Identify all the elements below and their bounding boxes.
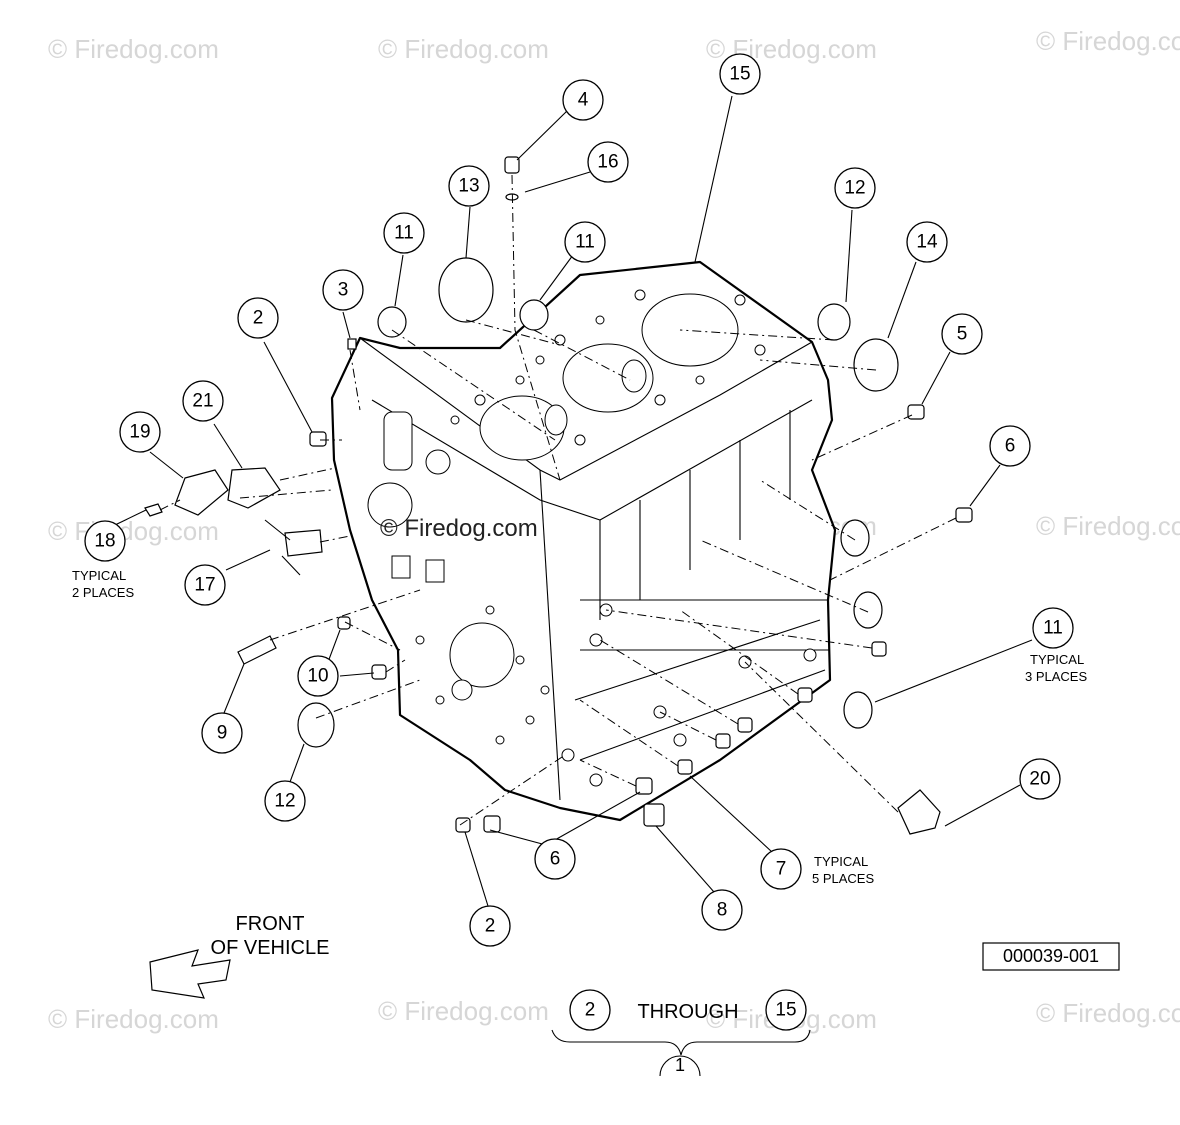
notes: TYPICAL 2 PLACES TYPICAL 3 PLACES TYPICA… bbox=[72, 568, 1087, 886]
note-typical-5-line1: TYPICAL bbox=[814, 854, 868, 869]
callout-9: 9 bbox=[201, 712, 243, 754]
watermark: © Firedog.com bbox=[1036, 511, 1180, 541]
reference-number: 000039-001 bbox=[1003, 946, 1099, 966]
svg-text:9: 9 bbox=[217, 723, 228, 744]
callout-5: 5 bbox=[941, 313, 983, 355]
watermark: © Firedog.com bbox=[378, 34, 549, 64]
front-label-line2: OF VEHICLE bbox=[211, 937, 330, 959]
callout-19: 19 bbox=[119, 411, 161, 453]
callout-7: 7 bbox=[760, 848, 802, 890]
svg-text:15: 15 bbox=[775, 1000, 796, 1021]
callout-12: 12 bbox=[264, 780, 306, 822]
watermark-center: © Firedog.com bbox=[380, 515, 538, 542]
svg-text:2: 2 bbox=[485, 916, 496, 937]
callout-21: 21 bbox=[182, 380, 224, 422]
callout-11: 11 bbox=[383, 212, 425, 254]
callout-11: 11 bbox=[564, 221, 606, 263]
svg-text:11: 11 bbox=[575, 232, 595, 253]
through-label: THROUGH bbox=[637, 1001, 738, 1023]
callout-14: 14 bbox=[906, 221, 948, 263]
svg-text:7: 7 bbox=[776, 859, 787, 880]
svg-text:10: 10 bbox=[307, 666, 328, 687]
callout-4: 4 bbox=[562, 79, 604, 121]
callout-3: 3 bbox=[322, 269, 364, 311]
callout-18: 18 bbox=[84, 520, 126, 562]
callout-through-to: 15 bbox=[765, 989, 807, 1031]
svg-text:2: 2 bbox=[585, 1000, 596, 1021]
callout-16: 16 bbox=[587, 141, 629, 183]
svg-text:15: 15 bbox=[729, 64, 750, 85]
callout-2: 2 bbox=[469, 905, 511, 947]
watermark: © Firedog.com bbox=[48, 516, 219, 546]
leader-lines bbox=[114, 95, 1033, 907]
watermark: © Firedog.com bbox=[1036, 26, 1180, 56]
svg-text:12: 12 bbox=[274, 791, 295, 812]
callouts: 15 4 16 13 11 11 12 14 3 2 5 21 19 6 18 … bbox=[84, 53, 1074, 947]
watermark: © Firedog.com bbox=[48, 1004, 219, 1034]
callout-through-from: 2 bbox=[569, 989, 611, 1031]
callout-11: 11 bbox=[1032, 607, 1074, 649]
callout-2: 2 bbox=[237, 297, 279, 339]
reference-number-box: 000039-001 bbox=[982, 942, 1120, 971]
callout-8: 8 bbox=[701, 889, 743, 931]
alignment-lines bbox=[159, 174, 957, 826]
svg-text:4: 4 bbox=[578, 90, 589, 111]
callout-6: 6 bbox=[534, 838, 576, 880]
note-typical-5-line2: 5 PLACES bbox=[812, 871, 874, 886]
callout-6: 6 bbox=[989, 425, 1031, 467]
svg-text:21: 21 bbox=[192, 391, 213, 412]
svg-text:8: 8 bbox=[717, 900, 728, 921]
svg-text:19: 19 bbox=[129, 422, 150, 443]
assembly-bracket: 2 THROUGH 15 1 bbox=[551, 989, 811, 1077]
loose-parts bbox=[144, 156, 973, 835]
svg-text:5: 5 bbox=[957, 324, 968, 345]
watermark: © Firedog.com bbox=[48, 34, 219, 64]
callout-15: 15 bbox=[719, 53, 761, 95]
svg-text:2: 2 bbox=[253, 308, 264, 329]
svg-text:6: 6 bbox=[1005, 436, 1016, 457]
front-of-vehicle-indicator: FRONT OF VEHICLE bbox=[149, 913, 330, 999]
svg-text:20: 20 bbox=[1029, 769, 1050, 790]
note-typical-3-line2: 3 PLACES bbox=[1025, 669, 1087, 684]
svg-text:11: 11 bbox=[1043, 618, 1063, 639]
front-label-line1: FRONT bbox=[236, 913, 305, 935]
note-typical-2-line2: 2 PLACES bbox=[72, 585, 134, 600]
callout-17: 17 bbox=[184, 564, 226, 606]
watermark: © Firedog.com bbox=[378, 996, 549, 1026]
svg-text:18: 18 bbox=[94, 531, 115, 552]
svg-text:14: 14 bbox=[916, 232, 938, 253]
svg-text:11: 11 bbox=[394, 223, 414, 244]
callout-20: 20 bbox=[1019, 758, 1061, 800]
callout-13: 13 bbox=[448, 165, 490, 207]
note-typical-3-line1: TYPICAL bbox=[1030, 652, 1084, 667]
watermark: © Firedog.com bbox=[1036, 998, 1180, 1028]
svg-text:13: 13 bbox=[458, 176, 479, 197]
svg-text:12: 12 bbox=[844, 178, 865, 199]
front-arrow-icon bbox=[149, 949, 231, 999]
assembly-number: 1 bbox=[675, 1055, 685, 1075]
callout-10: 10 bbox=[297, 655, 339, 697]
svg-text:17: 17 bbox=[194, 575, 215, 596]
svg-text:3: 3 bbox=[338, 280, 349, 301]
note-typical-2-line1: TYPICAL bbox=[72, 568, 126, 583]
engine-block bbox=[330, 260, 837, 822]
callout-12: 12 bbox=[834, 167, 876, 209]
svg-text:6: 6 bbox=[550, 849, 561, 870]
svg-text:16: 16 bbox=[597, 152, 618, 173]
